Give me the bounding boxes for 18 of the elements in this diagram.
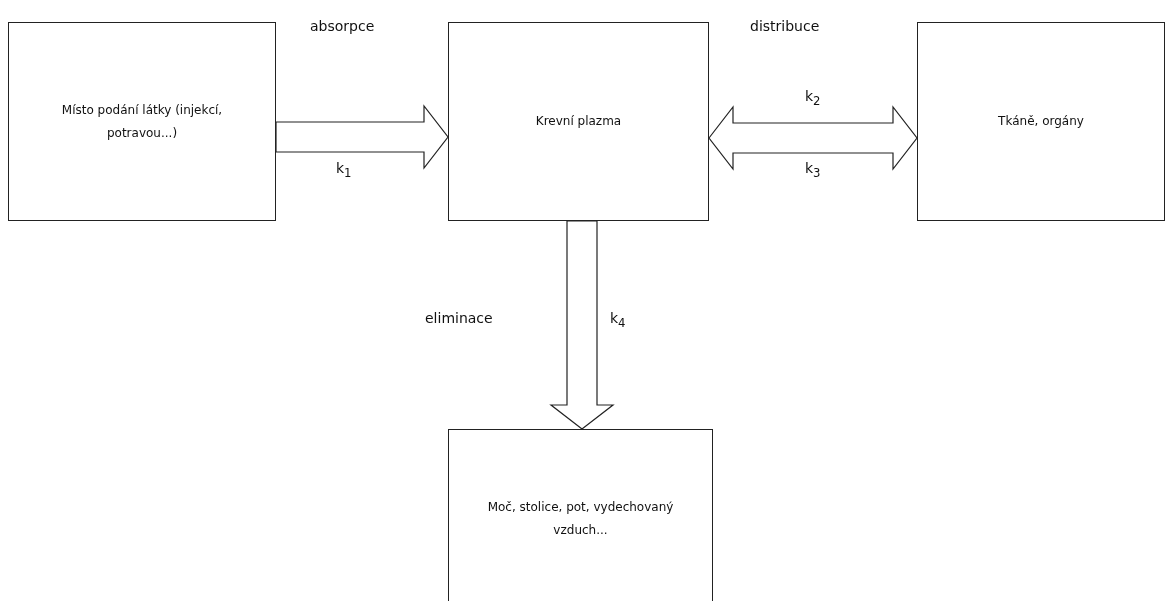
- label: k$_{3}$: [805, 160, 821, 180]
- process-box: [917, 22, 1165, 221]
- node-text: Tkáně, orgány: [998, 113, 1084, 131]
- process-box: [448, 429, 713, 601]
- block-arrow: [549, 220, 615, 430]
- block-arrow: [275, 104, 449, 170]
- node-text: Krevní plazma: [535, 113, 622, 131]
- node-text: Místo podání látky (injekcí, potravou...): [60, 101, 224, 142]
- node-text: Moč, stolice, pot, vydechovaný vzduch...: [486, 499, 675, 539]
- edge-label: k$_{4}$: [610, 310, 626, 330]
- process-box: [448, 22, 709, 221]
- label: distribuce: [750, 18, 820, 34]
- block-arrow: [708, 105, 918, 171]
- label: k$_{2}$: [805, 88, 821, 108]
- label: absorpce: [310, 18, 375, 34]
- process-box: [8, 22, 276, 221]
- edge-label: k$_{1}$: [336, 160, 352, 180]
- label: eliminace: [425, 310, 493, 326]
